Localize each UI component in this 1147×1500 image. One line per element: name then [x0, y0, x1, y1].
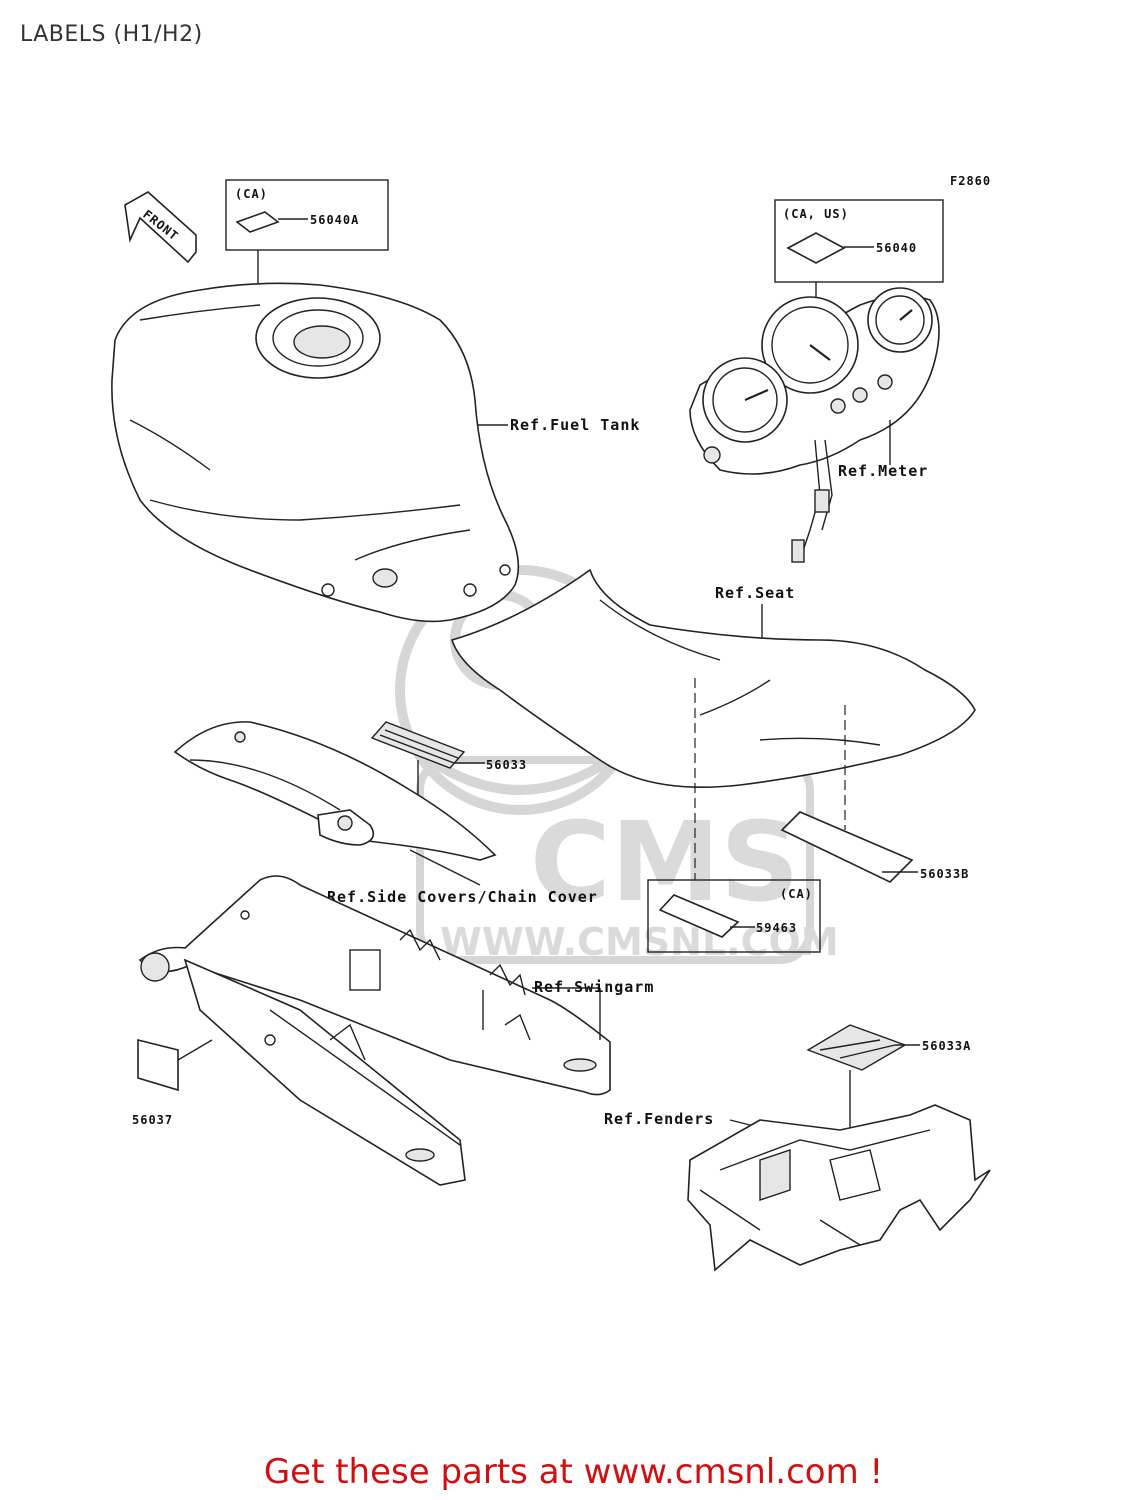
- page-title: LABELS (H1/H2): [20, 22, 203, 47]
- seat-region-callout: (CA) 59463: [647, 879, 821, 953]
- front-arrow-icon: FRONT: [124, 191, 197, 264]
- fuel-tank-label-callout: (CA) 56040A: [225, 179, 389, 312]
- swingarm-label-56037: [137, 1038, 213, 1092]
- watermark-url: WWW.CMSNL.COM: [440, 920, 839, 964]
- fender-label-56033a: [806, 1024, 920, 1135]
- footer-promo: Get these parts at www.cmsnl.com !: [263, 1452, 884, 1492]
- meter-part: [689, 287, 940, 563]
- meter-label-number: 56040: [876, 241, 917, 255]
- parts-diagram: CMS WWW.CMSNL.COM F2860 FRONT (CA) 56040…: [111, 174, 991, 1272]
- meter-region: (CA, US): [783, 207, 849, 221]
- swingarm-part: [138, 875, 611, 1186]
- fuel-tank-part: [111, 282, 520, 623]
- fuel-tank-region: (CA): [235, 187, 268, 201]
- fenders-part: [687, 1104, 991, 1272]
- seat-region-label-number: 59463: [756, 921, 797, 935]
- ref-meter: Ref.Meter: [838, 462, 928, 480]
- figure-code: F2860: [950, 174, 991, 188]
- seat-region: (CA): [780, 887, 813, 901]
- seat-part: [450, 568, 976, 789]
- ref-swingarm: Ref.Swingarm: [534, 978, 654, 996]
- seat-label-56033b: [780, 811, 918, 883]
- swingarm-label-number: 56037: [132, 1113, 173, 1127]
- meter-label-callout: (CA, US) 56040: [774, 199, 944, 345]
- fender-label-number: 56033A: [922, 1039, 971, 1053]
- ref-fuel-tank: Ref.Fuel Tank: [510, 416, 640, 434]
- chain-cover-label-number: 56033: [486, 758, 527, 772]
- chain-cover-part: [173, 721, 497, 886]
- ref-seat: Ref.Seat: [715, 584, 795, 602]
- ref-side-covers: Ref.Side Covers/Chain Cover: [327, 888, 598, 906]
- fuel-tank-label-number: 56040A: [310, 213, 359, 227]
- ref-fenders: Ref.Fenders: [604, 1110, 714, 1128]
- seat-label-number: 56033B: [920, 867, 969, 881]
